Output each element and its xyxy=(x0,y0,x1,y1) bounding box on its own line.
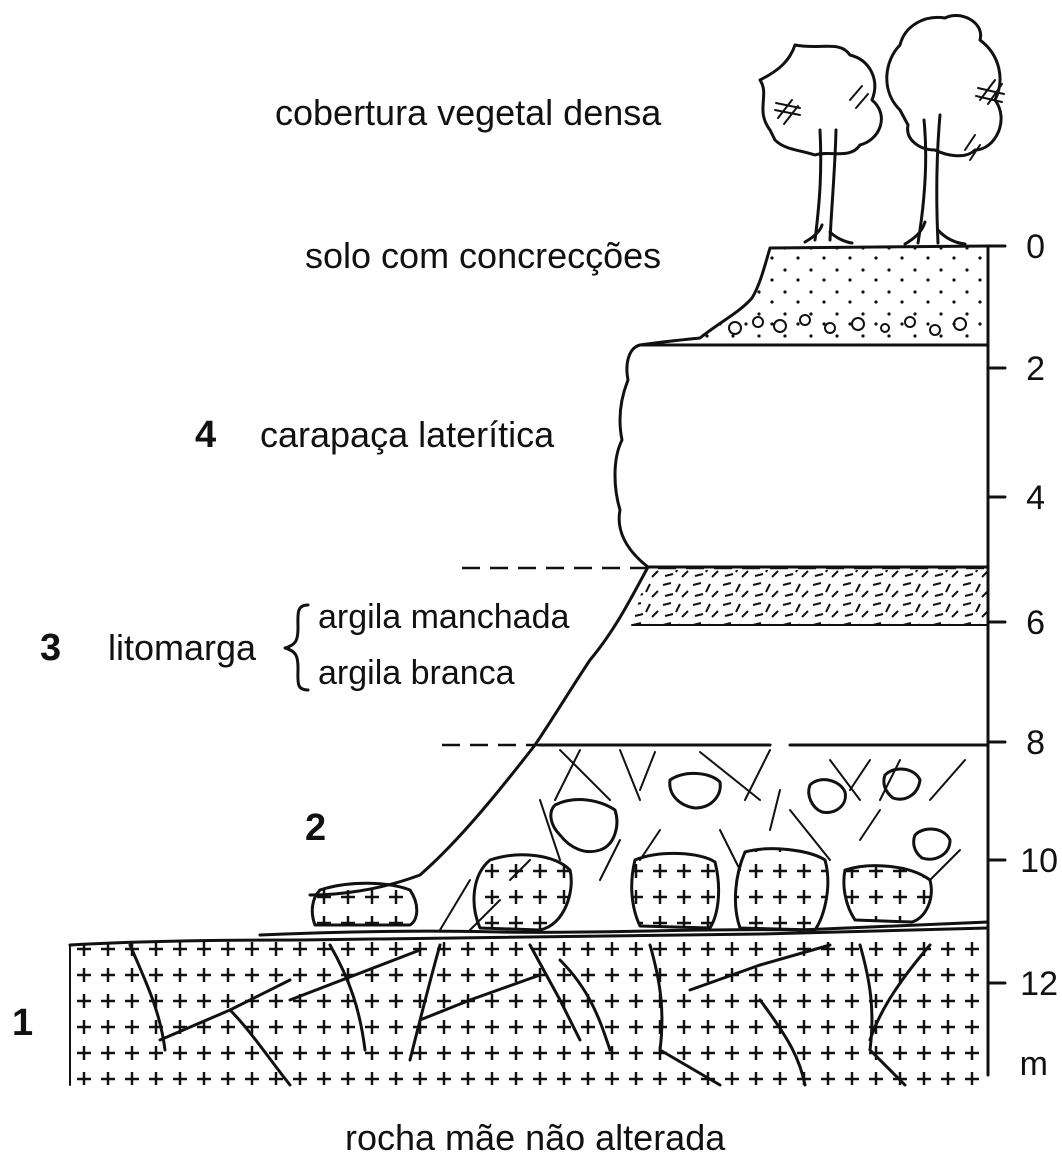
lateritic-carapace-layer xyxy=(615,345,988,567)
scale-tick-10: 10 xyxy=(1020,842,1058,880)
horizon-2-number: 2 xyxy=(305,807,326,849)
soil-label: solo com concrecções xyxy=(305,235,661,276)
horizon-1-number: 1 xyxy=(12,1002,33,1044)
argila-manchada-label: argila manchada xyxy=(318,598,569,636)
bedrock-label: rocha mãe não alterada xyxy=(345,1117,726,1158)
brace-icon xyxy=(285,605,308,690)
scale-tick-12: 12 xyxy=(1020,965,1058,1003)
carapace-label: carapaça laterítica xyxy=(260,414,555,455)
tree-icon xyxy=(887,15,1004,244)
litomarga-label: litomarga xyxy=(108,627,257,668)
saprolite-zone xyxy=(260,750,988,935)
argila-branca-label: argila branca xyxy=(318,654,515,692)
scale-tick-6: 6 xyxy=(1026,604,1045,642)
depth-scale: 0 2 4 6 8 10 12 m xyxy=(988,228,1058,1083)
horizon-3-number: 3 xyxy=(40,627,61,669)
scale-tick-4: 4 xyxy=(1026,479,1045,517)
scale-tick-0: 0 xyxy=(1026,228,1045,266)
soil-layer xyxy=(640,246,988,345)
scale-tick-8: 8 xyxy=(1026,724,1045,762)
bedrock-layer xyxy=(70,928,988,1085)
scale-unit: m xyxy=(1020,1045,1048,1083)
vegetation-label: cobertura vegetal densa xyxy=(275,92,662,133)
horizon-4-number: 4 xyxy=(195,414,216,456)
scale-tick-2: 2 xyxy=(1026,350,1045,388)
tree-icon xyxy=(760,45,881,243)
